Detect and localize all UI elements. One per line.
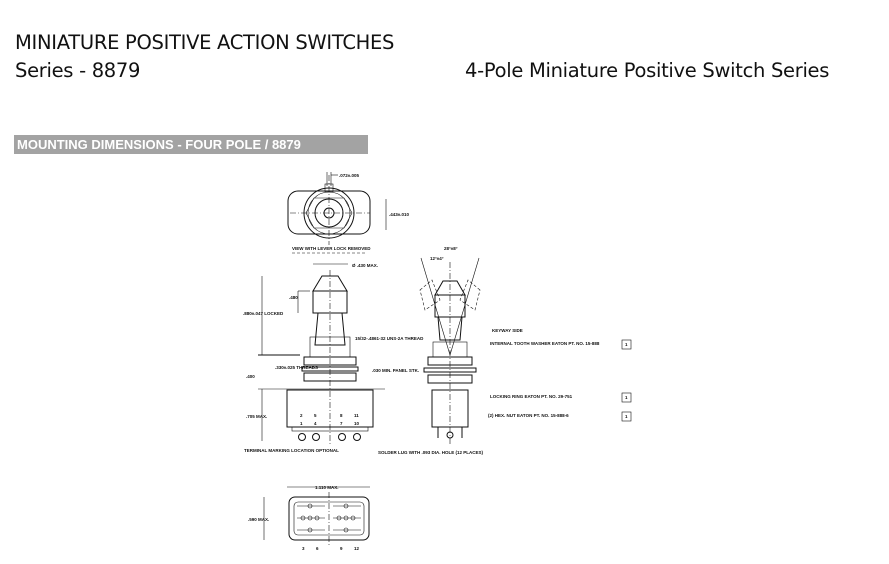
ref-box <box>621 411 632 422</box>
dim-label: .072±.005 <box>339 173 359 178</box>
svg-text:11: 11 <box>354 413 359 418</box>
dim-label: .590 MAX. <box>248 517 269 522</box>
note: TERMINAL MARKING LOCATION OPTIONAL <box>244 448 339 453</box>
dim-label: .480 <box>289 295 298 300</box>
note: INTERNAL TOOTH WASHER EATON PT. NO. 15-8… <box>490 341 600 346</box>
page-title: MINIATURE POSITIVE ACTION SWITCHES <box>15 31 395 54</box>
dim-label: .030 MIN. PANEL STK. <box>372 368 419 373</box>
note: (2) HEX. NUT EATON PT. NO. 15-888-6 <box>488 413 569 418</box>
front-view: Ø .430 MAX. .480 .880±.047 LOCKED 15/32-… <box>243 263 484 455</box>
dim-label: .400 <box>246 374 255 379</box>
top-view: .072±.005 .443±.010 VIEW WITH LEVER LOCK… <box>287 172 409 254</box>
svg-text:8: 8 <box>340 413 343 418</box>
side-view: 28°±8° 12°±4° KEYWAY SIDE INTERNAL TOOTH… <box>419 246 632 445</box>
note: LOCKING RING EATON PT. NO. 29-751 <box>490 394 573 399</box>
svg-text:12: 12 <box>354 546 360 551</box>
svg-text:1: 1 <box>300 421 303 426</box>
ref-box <box>621 339 632 350</box>
svg-text:4: 4 <box>314 421 317 426</box>
dim-label: 28°±8° <box>444 246 458 251</box>
svg-text:6: 6 <box>316 546 319 551</box>
dim-label: .443±.010 <box>389 212 409 217</box>
dim-label: 15/32-.4861-32 UNS-2A THREAD <box>355 336 424 341</box>
svg-text:7: 7 <box>340 421 343 426</box>
dim-label: .330±.025 THREADS <box>275 365 318 370</box>
ref-number: 1 <box>625 414 628 419</box>
dim-label: .880±.047 LOCKED <box>243 311 284 316</box>
ref-number: 1 <box>625 395 628 400</box>
ref-box <box>621 392 632 403</box>
svg-text:2: 2 <box>300 413 303 418</box>
svg-text:10: 10 <box>354 421 360 426</box>
bottom-view: 1.110 MAX. .590 MAX. 3 6 9 12 <box>248 485 370 551</box>
ref-number: 1 <box>625 342 628 347</box>
svg-text:5: 5 <box>314 413 317 418</box>
dim-label: Ø .430 MAX. <box>352 263 378 268</box>
dim-label: 1.110 MAX. <box>315 485 339 490</box>
section-header: MOUNTING DIMENSIONS - FOUR POLE / 8879 <box>14 135 368 154</box>
series-label: Series - 8879 <box>15 59 141 82</box>
dim-label: .705 MAX. <box>246 414 267 419</box>
note: SOLDER LUG WITH .093 DIA. HOLE (12 PLACE… <box>378 450 484 455</box>
svg-text:9: 9 <box>340 546 343 551</box>
view-caption: VIEW WITH LEVER LOCK REMOVED <box>292 246 371 251</box>
terminal-numbers: 2 5 8 11 1 4 7 10 <box>300 413 360 426</box>
dim-label: 12°±4° <box>430 256 444 261</box>
page-subtitle: 4-Pole Miniature Positive Switch Series <box>465 59 830 82</box>
svg-text:3: 3 <box>302 546 305 551</box>
note: KEYWAY SIDE <box>492 328 523 333</box>
